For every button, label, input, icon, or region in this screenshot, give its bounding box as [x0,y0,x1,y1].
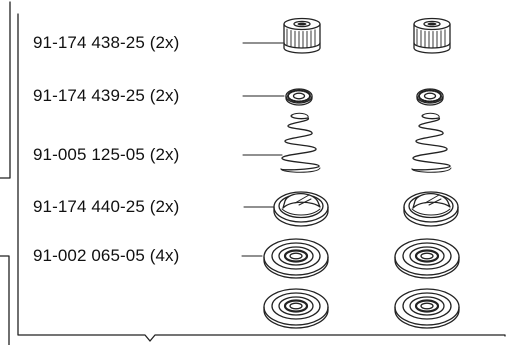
neighbor-frame-top-left [0,1,11,179]
part-label-serrated-washer: 91-174 439-25 (2x) [33,86,180,106]
slotted-cap-icon [273,191,329,227]
knurled-cap-nut-icon [413,17,451,54]
rubber-grommet-icon [393,237,461,280]
rubber-grommet-icon [393,287,461,330]
leader-lines [241,42,285,257]
part-label-slotted-cap: 91-174 440-25 (2x) [33,197,180,217]
part-label-cap-nut: 91-174 438-25 (2x) [33,33,180,53]
rubber-grommet-icon [262,287,330,330]
part-label-conical-spring: 91-005 125-05 (2x) [33,145,180,165]
conical-spring-icon [411,112,452,173]
serrated-washer-icon [285,88,313,106]
neighbor-frame-bottom-left [0,255,10,346]
knurled-cap-nut-icon [283,17,321,54]
rubber-grommet-icon [263,238,329,279]
slotted-cap-icon [403,191,459,227]
bracket-frame [17,13,506,342]
conical-spring-icon [280,112,321,173]
part-label-rubber-grommet: 91-002 065-05 (4x) [33,246,180,266]
serrated-washer-icon [416,88,444,106]
